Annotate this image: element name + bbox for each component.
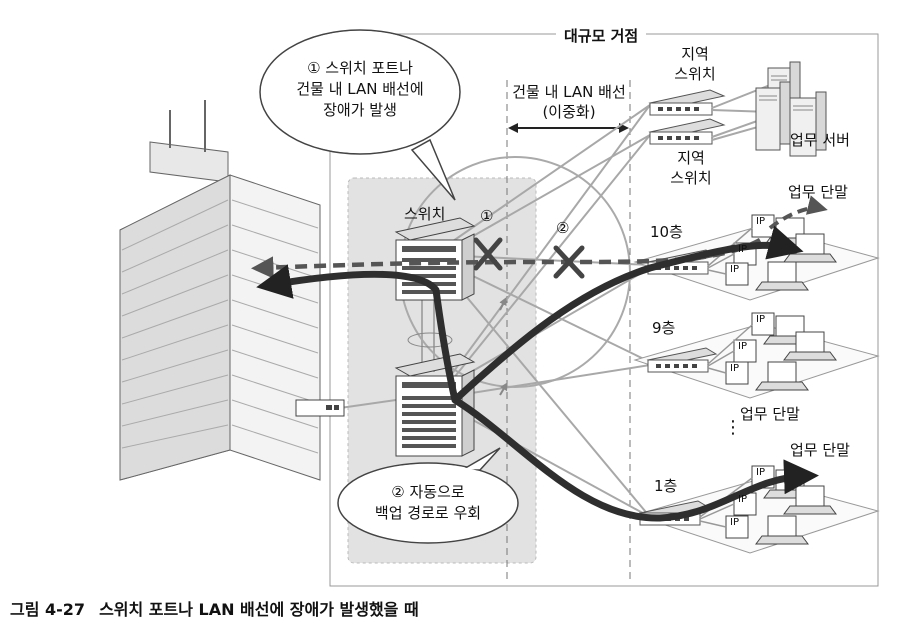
fault-callout-line-3: 장애가 발생 — [323, 101, 397, 119]
figure-title: 스위치 포트나 LAN 배선에 장애가 발생했을 때 — [99, 600, 419, 619]
regional-switch-top-label: 지역 스위치 — [660, 44, 730, 84]
ip-phone-label: IP — [730, 264, 739, 275]
circle-arrow-1 — [499, 297, 507, 311]
reroute-callout-line-2: 백업 경로로 우회 — [374, 504, 482, 522]
marker-2: ② — [556, 219, 570, 237]
circle-arrow-2 — [499, 382, 508, 396]
ip-phone-label: IP — [738, 494, 747, 505]
terminal-label-1: 업무 단말 — [790, 441, 850, 459]
ip-phone-label: IP — [756, 216, 765, 227]
server-slots — [759, 75, 813, 111]
regional-switch-top — [648, 89, 726, 116]
figure-number: 그림 4-27 — [10, 600, 86, 619]
reroute-callout-text: ② 자동으로 백업 경로로 우회 — [344, 482, 512, 524]
backup-path-10 — [256, 225, 804, 404]
site-label: 대규모 거점 — [556, 24, 647, 48]
network-diagram — [119, 29, 880, 587]
business-server-rack — [755, 61, 827, 157]
marker-1: ① — [480, 207, 494, 225]
router — [295, 399, 345, 417]
floor-9-label: 9층 — [652, 319, 676, 337]
regional-switch-top-line-1: 지역 — [681, 45, 709, 63]
floor-10-label: 10층 — [650, 223, 683, 241]
lan-wiring-line-1: 건물 내 LAN 배선 — [512, 83, 626, 101]
fault-mark-2 — [553, 245, 585, 279]
floor-1-label: 1층 — [654, 477, 678, 495]
terminal-label-9: 업무 단말 — [740, 405, 800, 423]
reroute-callout-line-1: ② 자동으로 — [391, 483, 465, 501]
regional-switch-bottom-line-1: 지역 — [677, 149, 705, 167]
terminal-label-10: 업무 단말 — [788, 183, 848, 201]
regional-switch-bottom — [648, 118, 726, 145]
backup-path-1 — [453, 397, 819, 522]
headquarters-building — [119, 100, 321, 481]
regional-switch-top-line-2: 스위치 — [674, 65, 716, 83]
lan-wiring-label: 건물 내 LAN 배선 (이중화) — [500, 82, 638, 122]
link-aggregation — [407, 332, 453, 348]
ip-phone-label: IP — [730, 517, 739, 528]
fault-callout — [259, 29, 461, 201]
figure-caption: 그림 4-27 스위치 포트나 LAN 배선에 장애가 발생했을 때 — [10, 596, 419, 620]
ip-phone-label: IP — [738, 341, 747, 352]
floor-switch-9 — [646, 347, 718, 373]
failed-path-up — [768, 195, 828, 230]
fault-mark-1 — [473, 237, 503, 271]
ip-phone-label: IP — [738, 244, 747, 255]
ip-phone-label: IP — [756, 467, 765, 478]
fault-callout-line-2: 건물 내 LAN 배선에 — [296, 80, 424, 98]
business-server-label: 업무 서버 — [790, 131, 850, 149]
fault-callout-text: ① 스위치 포트나 건물 내 LAN 배선에 장애가 발생 — [268, 58, 452, 121]
floor-ellipsis: ⋮ — [724, 417, 742, 438]
reroute-callout — [337, 447, 519, 544]
ip-phone-label: IP — [756, 314, 765, 325]
fault-callout-line-1: ① 스위치 포트나 — [307, 59, 413, 77]
core-switch-label: 스위치 — [404, 205, 446, 223]
regional-switch-bottom-line-2: 스위치 — [670, 169, 712, 187]
ip-phone-label: IP — [730, 363, 739, 374]
regional-switch-bottom-label: 지역 스위치 — [656, 148, 726, 188]
lan-wiring-line-2: (이중화) — [542, 103, 596, 121]
